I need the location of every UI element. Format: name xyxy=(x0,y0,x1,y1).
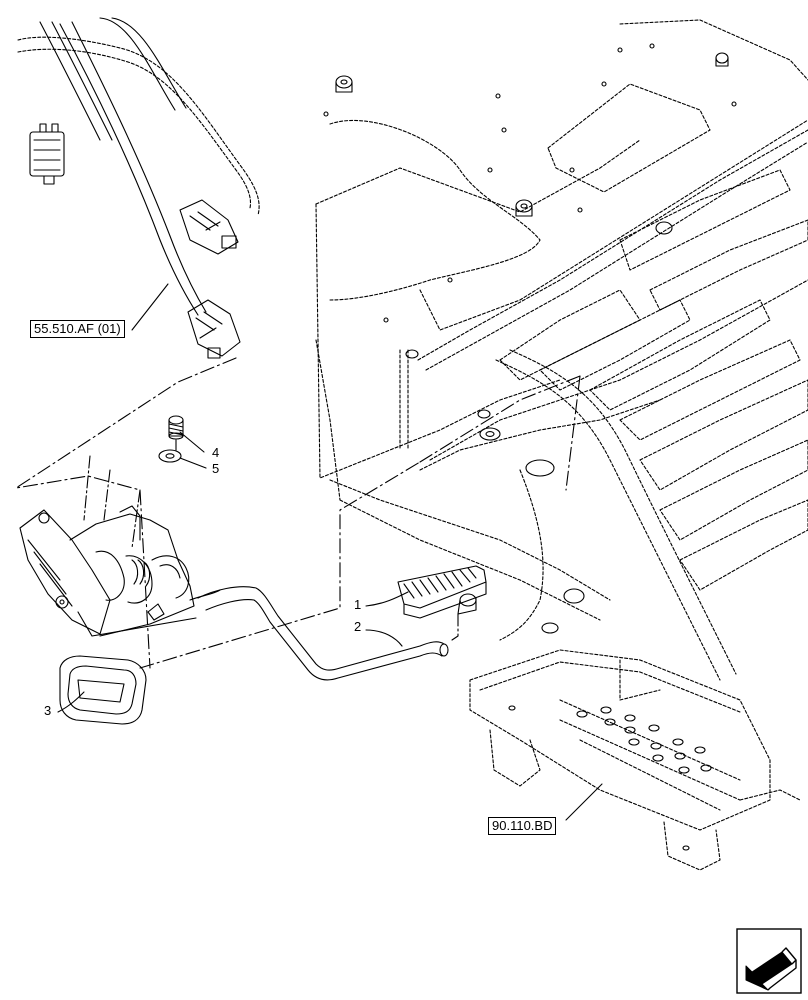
leader-2 xyxy=(365,629,403,647)
leader-5 xyxy=(179,457,207,469)
bolt-part-4 xyxy=(168,415,184,440)
platform-reference-link[interactable]: 90.110.BD xyxy=(488,817,557,835)
step-holes xyxy=(576,706,712,774)
pedal-pad-part-1 xyxy=(397,565,487,641)
callout-4: 4 xyxy=(212,445,220,460)
leader-harness-ref xyxy=(131,283,169,331)
leader-3 xyxy=(57,691,85,713)
connector-middle xyxy=(179,199,239,255)
connector-lower xyxy=(187,299,241,359)
previous-page-arrow-icon[interactable] xyxy=(736,928,802,994)
leader-1 xyxy=(365,591,409,607)
harness-reference-link[interactable]: 55.510.AF (01) xyxy=(30,320,125,338)
wiring-harness xyxy=(17,17,260,316)
pedal-arm-part-2 xyxy=(197,586,449,681)
washer-part-5 xyxy=(158,449,182,463)
grommet-part-3 xyxy=(59,655,147,725)
floor-fasteners xyxy=(323,43,737,851)
callout-2: 2 xyxy=(354,619,362,634)
leader-4 xyxy=(179,431,205,453)
callout-5: 5 xyxy=(212,461,220,476)
cab-floor xyxy=(315,19,808,871)
callout-3: 3 xyxy=(44,703,52,718)
harness-leader-line xyxy=(15,357,237,669)
connector-left xyxy=(29,123,65,185)
pedal-assembly xyxy=(19,455,221,637)
callout-1: 1 xyxy=(354,597,362,612)
leader-platform-ref xyxy=(565,783,603,821)
